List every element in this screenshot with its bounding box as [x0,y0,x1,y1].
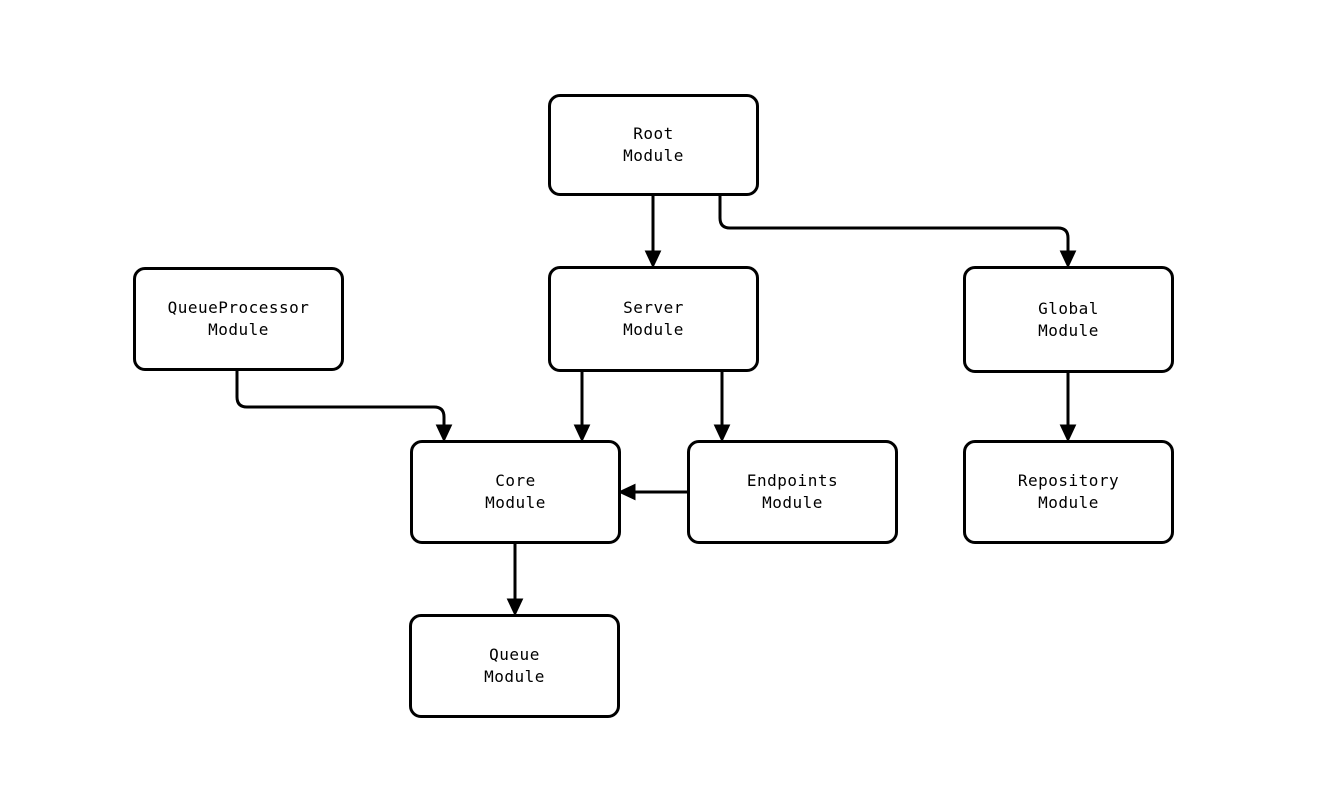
node-queueprocessor[interactable]: QueueProcessor Module [133,267,344,371]
node-endpoints[interactable]: Endpoints Module [687,440,898,544]
node-root[interactable]: Root Module [548,94,759,196]
node-repository-label: Repository Module [1017,471,1120,512]
node-queue[interactable]: Queue Module [409,614,620,718]
node-global[interactable]: Global Module [963,266,1174,373]
node-queueprocessor-label: QueueProcessor Module [167,298,310,339]
node-server-label: Server Module [623,298,684,339]
node-queue-label: Queue Module [484,645,545,686]
edge-queueprocessor-core [235,371,453,443]
node-core-label: Core Module [485,471,546,512]
node-repository[interactable]: Repository Module [963,440,1174,544]
node-endpoints-label: Endpoints Module [746,471,839,512]
edge-root-global [718,196,1077,269]
node-root-label: Root Module [623,124,684,165]
node-core[interactable]: Core Module [410,440,621,544]
edge-paths [235,196,1077,617]
node-server[interactable]: Server Module [548,266,759,372]
node-global-label: Global Module [1038,298,1099,340]
